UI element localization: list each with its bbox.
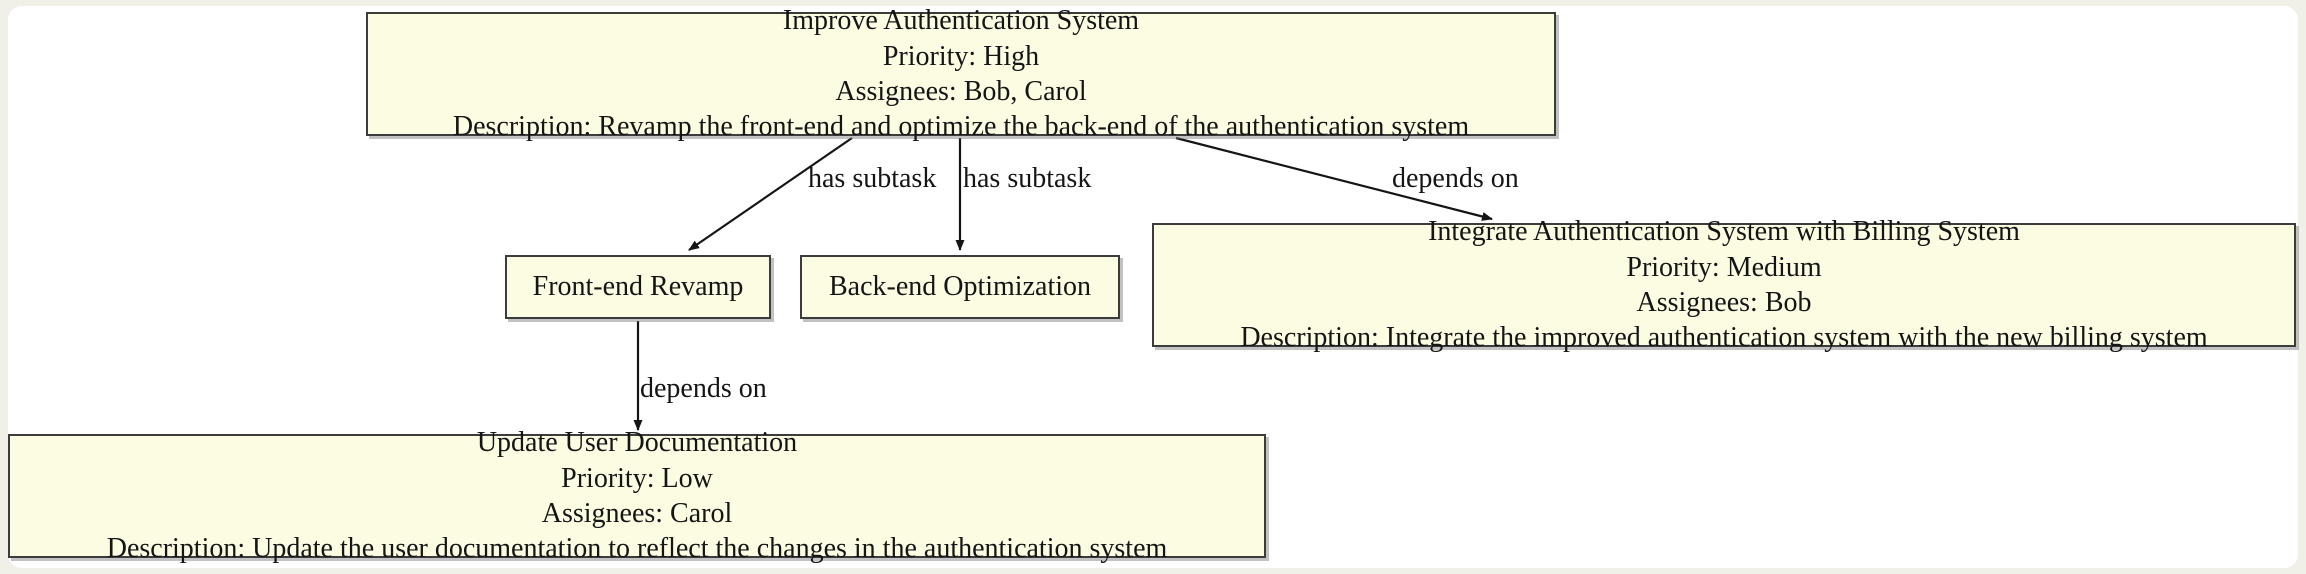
node-integrate-authentication-system-with-billing-system[interactable]: Integrate Authentication System with Bil… [1152,216,2296,353]
node-description: Description: Revamp the front-end and op… [452,111,1470,143]
node-priority: Priority: High [882,40,1040,72]
node-improve-authentication-system[interactable]: Improve Authentication System Priority: … [366,5,1556,142]
node-priority: Priority: Medium [1626,251,1822,283]
edge-label-depends-on-1: depends on [1392,163,1519,194]
node-priority: Priority: Low [561,462,713,494]
edge-label-has-subtask-1: has subtask [808,163,937,194]
node-assignees: Assignees: Bob, Carol [835,76,1087,107]
node-title: Improve Authentication System [782,5,1140,37]
node-update-user-documentation[interactable]: Update User Documentation Priority: Low … [8,427,1266,564]
node-title: Back-end Optimization [828,271,1092,303]
node-back-end-optimization[interactable]: Back-end Optimization [800,255,1120,319]
node-title: Update User Documentation [476,427,798,459]
edge-label-depends-on-2: depends on [640,373,767,404]
node-description: Description: Integrate the improved auth… [1240,322,2208,354]
node-assignees: Assignees: Bob [1636,287,1812,318]
node-title: Integrate Authentication System with Bil… [1428,216,2020,248]
node-description: Description: Update the user documentati… [106,533,1168,565]
edge-label-has-subtask-2: has subtask [963,163,1092,194]
node-assignees: Assignees: Carol [541,498,733,529]
node-front-end-revamp[interactable]: Front-end Revamp [505,255,771,319]
node-title: Front-end Revamp [532,271,744,303]
